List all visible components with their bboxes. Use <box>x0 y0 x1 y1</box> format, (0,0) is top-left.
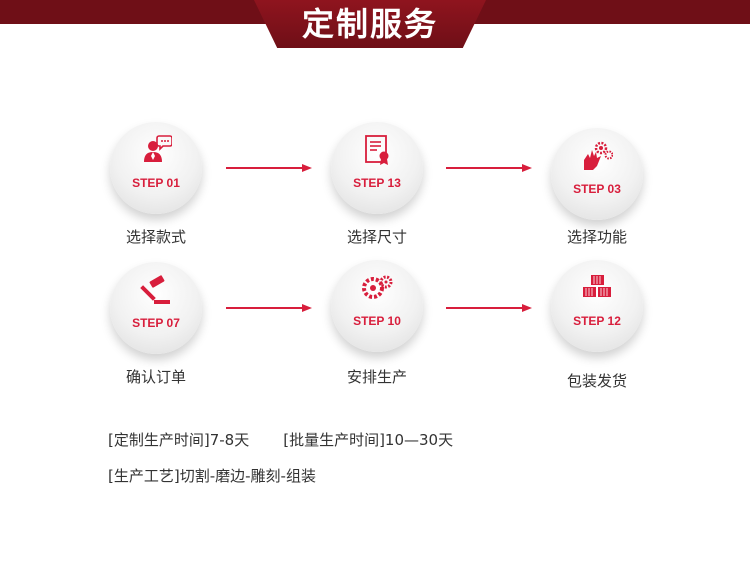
step-circle: STEP 03 <box>551 128 643 220</box>
step-13: STEP 13 选择尺寸 <box>317 122 437 272</box>
step-caption: 选择功能 <box>566 228 627 246</box>
arrow-right <box>446 304 532 312</box>
step-caption: 确认订单 <box>125 368 186 386</box>
step-caption: 选择尺寸 <box>346 228 407 246</box>
step-12: STEP 12 包装发货 <box>537 260 657 410</box>
step-label: STEP 03 <box>573 182 621 196</box>
step-10: STEP 10 安排生产 <box>317 260 437 410</box>
step-caption: 包装发货 <box>566 372 627 390</box>
production-time-line: [定制生产时间]7-8天 [批量生产时间]10—30天 <box>108 429 453 450</box>
step-caption: 选择款式 <box>125 228 186 246</box>
step-circle: STEP 10 <box>331 260 423 352</box>
step-circle: STEP 13 <box>331 122 423 214</box>
step-circle: STEP 12 <box>551 260 643 352</box>
certificate-icon <box>365 135 389 165</box>
arrow-right <box>226 164 312 172</box>
step-07: STEP 07 确认订单 <box>96 262 216 412</box>
hand-gears-icon <box>584 141 613 170</box>
custom-production-time: [定制生产时间]7-8天 <box>108 431 250 449</box>
customer-service-icon <box>144 135 172 162</box>
step-03: STEP 03 选择功能 <box>537 128 657 278</box>
containers-icon <box>583 275 611 297</box>
arrow-right <box>226 304 312 312</box>
step-caption: 安排生产 <box>346 368 407 386</box>
title-tab <box>254 0 486 48</box>
step-label: STEP 01 <box>132 176 180 190</box>
step-01: STEP 01 选择款式 <box>96 122 216 272</box>
arrow-right <box>446 164 532 172</box>
step-circle: STEP 01 <box>110 122 202 214</box>
production-process: [生产工艺]切割-磨边-雕刻-组装 <box>108 467 316 485</box>
step-circle: STEP 07 <box>110 262 202 354</box>
step-label: STEP 13 <box>353 176 401 190</box>
gears-icon <box>362 275 393 299</box>
page-title: 定制服务 <box>301 5 438 43</box>
bulk-production-time: [批量生产时间]10—30天 <box>283 431 454 449</box>
step-label: STEP 12 <box>573 314 621 328</box>
step-label: STEP 10 <box>353 314 401 328</box>
step-label: STEP 07 <box>132 316 180 330</box>
gavel-icon <box>140 275 170 304</box>
